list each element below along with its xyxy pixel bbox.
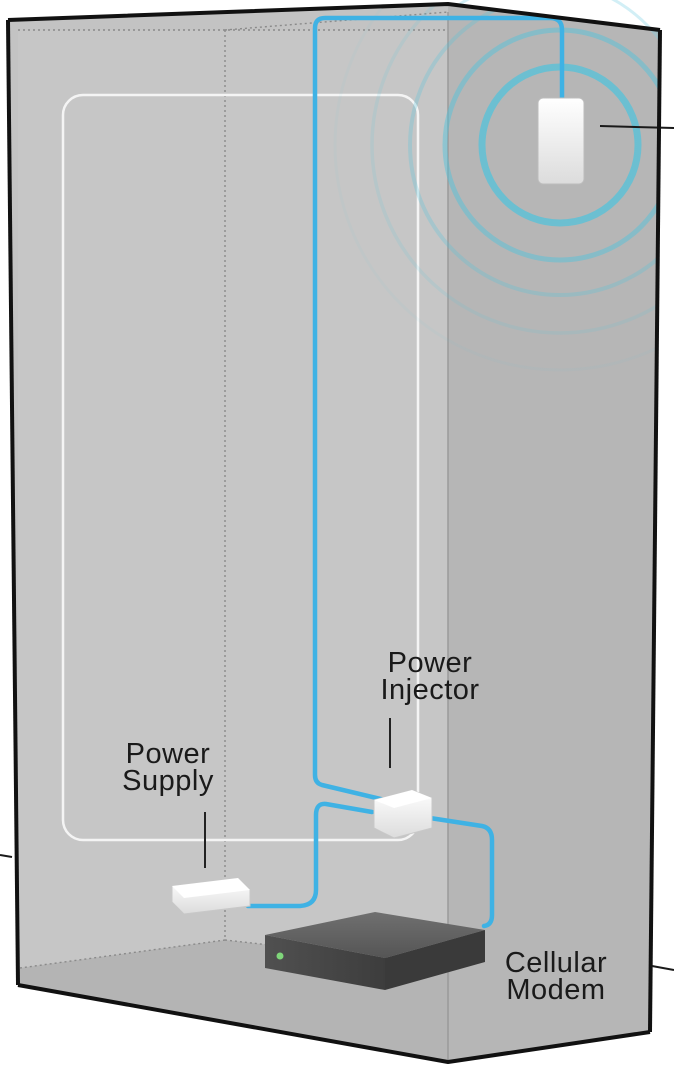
modem-icon [265, 912, 485, 990]
power-supply-label-line-1: Power [125, 738, 211, 770]
data-cable [427, 815, 495, 929]
cellular-modem-label-line-2: Modem [506, 974, 606, 1006]
enclosure [8, 4, 660, 1062]
right-leader-stub [651, 965, 674, 971]
cellular-modem-label-line-1: Cellular [504, 947, 608, 979]
modem-top [265, 912, 485, 958]
mounting-panel-outline [61, 93, 420, 842]
power-injector-label-line-1: Power [387, 647, 473, 679]
cellular-modem-label: Cellular Modem [486, 947, 626, 1006]
enclosure-outline [6, 2, 662, 1064]
antenna-cable [312, 15, 565, 803]
antenna-icon [537, 97, 585, 185]
modem-side [385, 930, 485, 990]
power-cable [245, 801, 375, 909]
modem-front [265, 935, 385, 990]
power-injector-icon [373, 789, 433, 839]
power-injector-label: Power Injector [360, 647, 500, 706]
antenna-leader-line [599, 125, 674, 129]
modem-led [276, 952, 284, 960]
cabling [245, 15, 565, 929]
left-leader-stub [0, 854, 13, 858]
enclosure-back-panel [18, 30, 448, 968]
power-supply-label-line-2: Supply [122, 765, 214, 797]
power-supply-label: Power Supply [98, 738, 238, 797]
signal-wave-overflow [459, 0, 662, 41]
enclosure-side-face [448, 4, 660, 1062]
power-injector-label-line-2: Injector [380, 674, 480, 706]
power-supply-icon [171, 877, 251, 915]
